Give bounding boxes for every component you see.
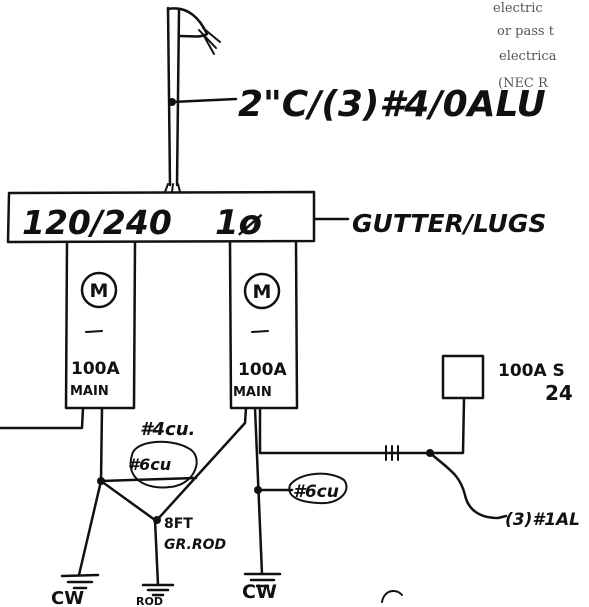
gutter-box: 120/240 1ø GUTTER/LUGS [6, 190, 546, 244]
panel-phase-label: 1ø [215, 203, 263, 243]
meter-right-label: M [253, 281, 272, 303]
main-right-amps: 100A [238, 360, 287, 380]
feeder-label: (3)#1AL [505, 510, 580, 530]
printed-line-3: electrica [499, 49, 557, 64]
weatherhead [164, 6, 221, 193]
left-meter-main: M 100A MAIN [64, 240, 137, 410]
subpanel-line-2: 24 [545, 381, 573, 405]
service-conductor-callout: 2"C/(3)#4/0ALU [168, 84, 546, 125]
main-right-word: MAIN [233, 385, 272, 400]
bond-cu-mid-label: #6cu [128, 455, 171, 474]
left-feeder-wire [0, 406, 85, 430]
bond-cu-top-label: #4cu. [140, 419, 195, 440]
meter-left-icon [80, 271, 118, 309]
subpanel: 100A S 24 [441, 354, 573, 405]
bond-junction-left [97, 477, 105, 485]
subpanel-feeder: (3)#1AL [258, 397, 580, 530]
ground-rod-size: 8FT [164, 516, 193, 532]
ground-mid-label: ROD [136, 595, 163, 607]
meter-left-label: M [90, 280, 109, 302]
bond-callout-loop [129, 440, 198, 489]
bond-junction-mid [153, 516, 161, 524]
right-meter-main: M 100A MAIN [228, 240, 299, 410]
service-conductor-label: 2"C/(3)#4/0ALU [238, 84, 546, 125]
printed-line-2: or pass t [497, 24, 555, 39]
ground-rod-word: GR.ROD [164, 537, 226, 553]
subpanel-line-1: 100A S [498, 361, 565, 381]
printed-line-4: (NEC R [498, 76, 549, 91]
gutter-label: GUTTER/LUGS [352, 209, 546, 238]
ground-left-label: CW [51, 588, 84, 607]
printed-line-1: electric [493, 1, 543, 16]
ground-symbol-right [243, 572, 282, 588]
main-left-word: MAIN [70, 384, 109, 399]
bond-cu-right-label: #6cu [293, 482, 339, 502]
grounding-network: #4cu. #6cu 8FT GR.ROD #6cu [77, 406, 348, 587]
stray-curl [381, 589, 403, 603]
ground-symbol-left [60, 573, 100, 590]
ground-right-label: CW [242, 581, 277, 603]
meter-right-icon [243, 272, 281, 310]
bond-cu-right-loop [288, 472, 348, 505]
printed-text-fragment: electric or pass t electrica (NEC R [493, 1, 557, 91]
ground-symbol-mid [141, 583, 175, 597]
main-left-amps: 100A [71, 359, 120, 379]
subpanel-box [441, 354, 485, 400]
bond-junction-right [254, 486, 262, 494]
panel-voltage-label: 120/240 [22, 203, 172, 242]
